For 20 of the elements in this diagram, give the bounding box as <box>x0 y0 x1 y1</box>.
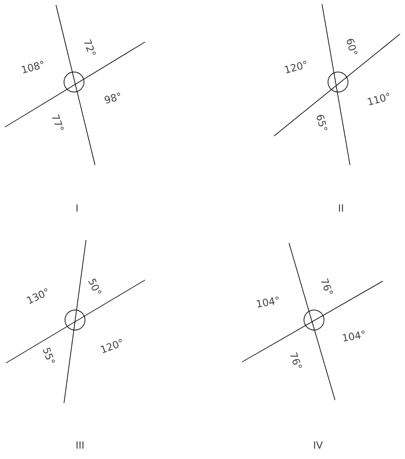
angle-label: 76° <box>321 278 333 294</box>
angle-label: 65° <box>316 114 328 130</box>
angle-label: 98° <box>104 92 120 104</box>
angle-label: 110° <box>368 92 390 106</box>
angle-label: 50° <box>88 278 102 294</box>
panel-numeral: IV <box>314 441 323 449</box>
angle-label: 130° <box>26 288 48 304</box>
panel-numeral: I <box>76 204 78 212</box>
angle-label: 77° <box>52 114 64 130</box>
angle-label: 108° <box>22 60 44 74</box>
angle-label: 104° <box>342 330 365 342</box>
angle-label: 72° <box>84 39 96 55</box>
panel-numeral: II <box>339 204 343 212</box>
angle-label: 76° <box>290 352 302 368</box>
angle-label: 120° <box>284 60 306 74</box>
angle-label: 60° <box>346 38 358 54</box>
angle-label: 120° <box>100 339 122 354</box>
angle-label: 104° <box>256 296 279 308</box>
angle-label: 55° <box>42 347 55 363</box>
panel-numeral: III <box>76 441 84 449</box>
